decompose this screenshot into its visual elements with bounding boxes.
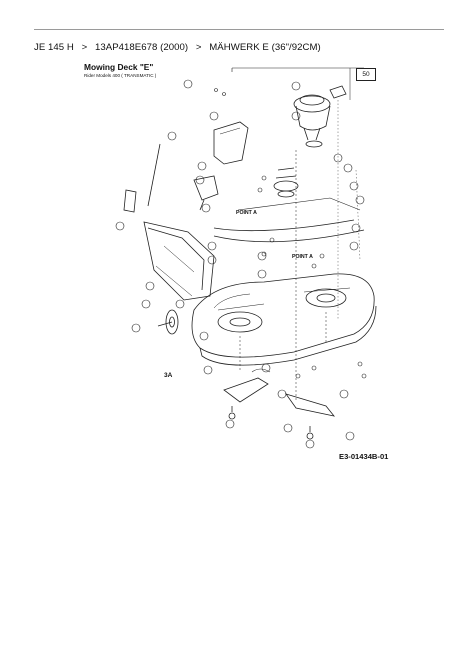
support-rod xyxy=(147,143,161,207)
breadcrumb-item-model[interactable]: JE 145 H xyxy=(34,42,74,53)
gauge-wheel xyxy=(157,309,179,335)
drawing-code: E3-01434B-01 xyxy=(339,452,389,461)
blade-left xyxy=(223,377,269,403)
diagram-subtitle: Rider Models 400 ( TRANSMATIC ) xyxy=(84,73,157,78)
callout-3a-label: 3A xyxy=(164,372,173,379)
point-a-label: POINT A xyxy=(292,254,313,260)
breadcrumb-separator: > xyxy=(81,42,88,53)
center-spindle xyxy=(273,150,299,400)
breadcrumb-item-serial[interactable]: 13AP418E678 (2000) xyxy=(94,42,189,53)
point-a-label: POINT A xyxy=(236,210,257,216)
top-divider xyxy=(34,29,444,30)
diagram-title: Mowing Deck "E" xyxy=(84,62,154,72)
control-rod xyxy=(213,219,355,232)
mower-deck-housing xyxy=(191,273,377,366)
callout-balloons xyxy=(115,79,365,449)
belt-guard xyxy=(213,121,249,165)
control-rod xyxy=(213,229,365,243)
breadcrumb: JE 145 H > 13AP418E678 (2000) > MÄHWERK … xyxy=(34,42,321,53)
parts-diagram xyxy=(64,60,404,470)
breadcrumb-separator: > xyxy=(195,42,202,53)
grass-chute xyxy=(143,221,215,301)
page-number-badge: 50 xyxy=(356,68,376,81)
breadcrumb-item-section: MÄHWERK E (36"/92CM) xyxy=(209,42,321,53)
gearbox-assembly xyxy=(293,85,347,148)
hardware-fasteners xyxy=(214,88,367,379)
exploded-view-drawing xyxy=(115,67,377,449)
lift-arm xyxy=(193,175,219,211)
blade-right xyxy=(284,393,336,417)
